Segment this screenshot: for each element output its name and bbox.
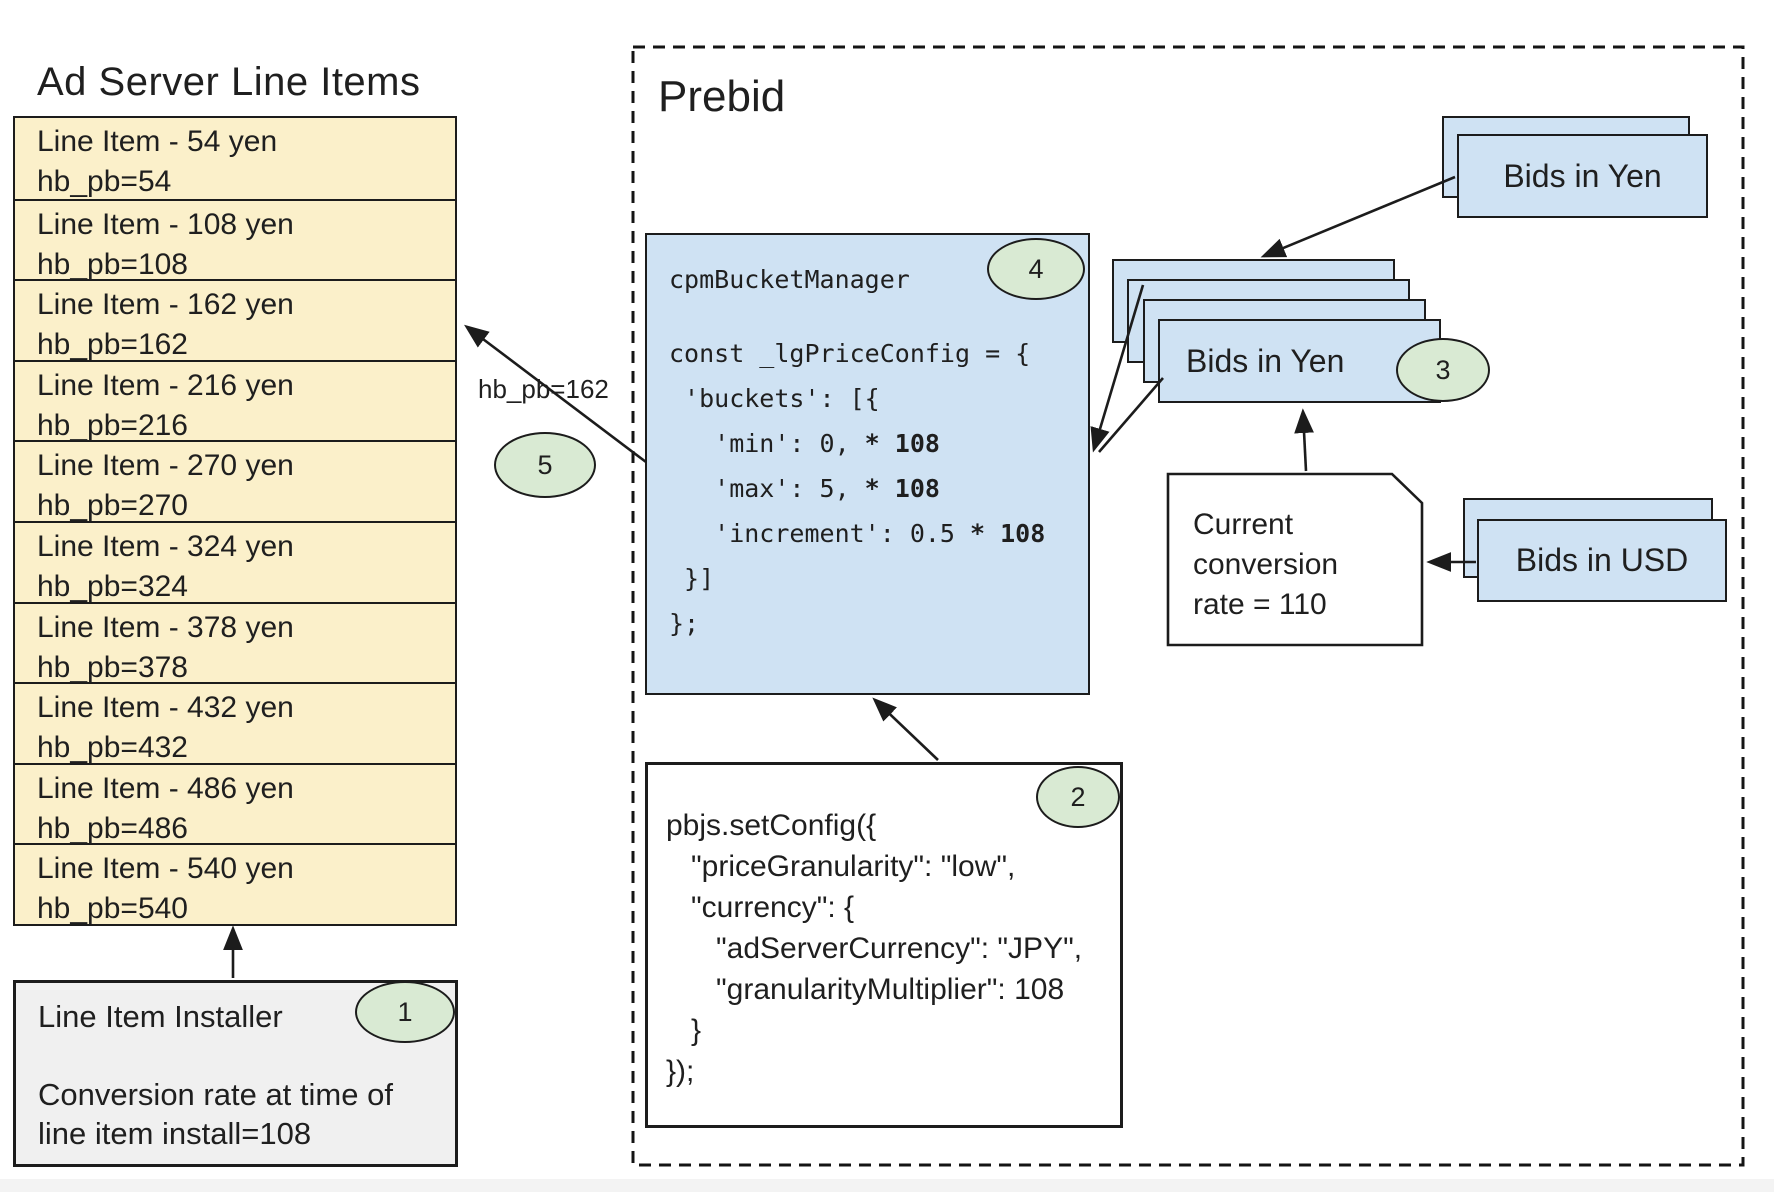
bucket-code-line: }; [669,609,700,638]
setconfig-code-line: pbjs.setConfig({ [666,809,877,842]
setconfig-code-line: }); [666,1055,695,1088]
step-badge-3: 3 [1396,338,1490,402]
setconfig-code-line: } [666,1014,702,1047]
setconfig-code: pbjs.setConfig({ "priceGranularity": "lo… [666,805,1082,1092]
hb-pb-arrow-label: hb_pb=162 [478,374,609,404]
arrow-note-to-stack [1294,408,1314,472]
bucket-code: const _lgPriceConfig = { 'buckets': [{ '… [669,331,1045,646]
bucket-code-line: 'buckets': [{ [669,384,880,413]
bucket-code-line: }] [669,564,715,593]
ad-server-line-items-title: Ad Server Line Items [37,60,421,104]
bucket-code-line: const _lgPriceConfig = { [669,339,1031,368]
bucket-code-line: 'increment': 0.5 * 108 [669,519,1046,548]
installer-note-line1: Conversion rate at time of [38,1077,393,1112]
note-line3: rate = 110 [1193,588,1327,621]
arrow-yen-card-to-stack [1260,175,1456,258]
setconfig-code-line: "granularityMultiplier": 108 [666,973,1065,1006]
conversion-rate-note: Current conversion rate = 110 [1193,505,1338,625]
installer-title: Line Item Installer [38,999,283,1034]
bucket-manager-label: cpmBucketManager [669,265,910,294]
note-line2: conversion [1193,548,1339,581]
bids-in-usd-card: Bids in USD [1477,519,1727,602]
bids-in-yen-label: Bids in Yen [1503,157,1662,194]
installer-note: Conversion rate at time of line item ins… [38,1075,393,1153]
step-badge-1: 1 [355,981,455,1043]
note-line1: Current [1193,508,1294,541]
setconfig-code-line: "priceGranularity": "low", [666,850,1016,883]
arrow-setconfig-to-bucket [872,697,939,761]
prebid-title: Prebid [658,72,786,121]
step-badge-4: 4 [987,238,1085,300]
cpm-bucket-manager-box: cpmBucketManager const _lgPriceConfig = … [645,233,1090,695]
yen-stack-label: Bids in Yen [1186,342,1345,379]
bucket-code-line: 'max': 5, * 108 [669,474,940,503]
step-badge-5: 5 [494,432,596,498]
setconfig-code-line: "currency": { [666,891,855,924]
arrow-stack-to-bucket-2 [1098,377,1164,453]
bids-in-yen-card: Bids in Yen [1457,134,1708,218]
installer-note-line2: line item install=108 [38,1116,312,1151]
step-badge-2: 2 [1036,766,1120,828]
bottom-edge-strip [0,1179,1774,1192]
bucket-code-line: 'min': 0, * 108 [669,429,940,458]
setconfig-code-line: "adServerCurrency": "JPY", [666,932,1083,965]
bids-in-usd-label: Bids in USD [1515,542,1689,578]
